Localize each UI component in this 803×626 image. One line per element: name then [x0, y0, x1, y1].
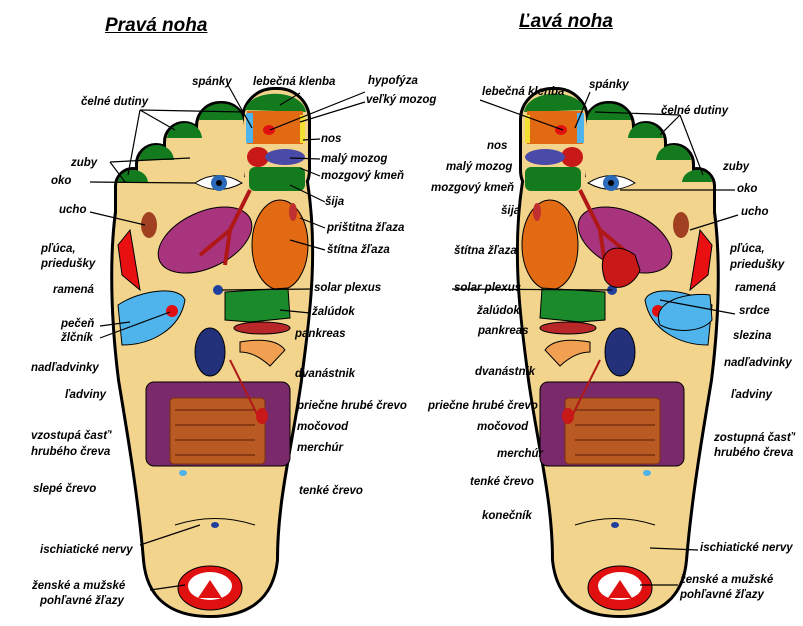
label-hypofyza: hypofýza — [368, 75, 418, 87]
label-solar-plexus-l: solar plexus — [454, 282, 522, 294]
label-nadladvinky-l: nadľadvinky — [724, 357, 792, 369]
label-mechur: merchúr — [297, 442, 344, 454]
label-zlcnik: žlčník — [61, 332, 93, 344]
label-pohlavne-zlazy-l: pohľavné žľazy — [680, 589, 764, 601]
label-ischiaticke-nervy-l: ischiatické nervy — [700, 542, 793, 554]
label-tenke-crevo: tenké črevo — [299, 485, 363, 497]
label-hrubeho-creva-l: hrubého čreva — [714, 447, 794, 459]
label-zaludok: žalúdok — [312, 306, 355, 318]
label-spanky-l: spánky — [589, 79, 629, 91]
label-ucho: ucho — [59, 204, 87, 216]
label-sija-l: šija — [501, 205, 521, 217]
label-ramena: ramená — [53, 284, 94, 296]
leader-lines — [89, 84, 739, 591]
label-tenke-crevo-l: tenké črevo — [470, 476, 534, 488]
label-priedusky: priedušky — [41, 258, 96, 270]
label-slepe-crevo: slepé črevo — [33, 483, 97, 495]
label-mozgovy-kmen-l: mozgový kmeň — [431, 182, 515, 194]
label-mocovod: močovod — [297, 421, 349, 433]
label-nos: nos — [321, 133, 342, 145]
label-zuby: zuby — [71, 157, 98, 169]
heart-organ — [601, 247, 641, 288]
right-foot — [113, 90, 311, 615]
label-dvanastnik: dvanástnik — [295, 368, 356, 380]
label-solar-plexus: solar plexus — [314, 282, 382, 294]
label-zenske-muzske: ženské a mužské — [32, 580, 126, 592]
label-sija: šija — [325, 196, 345, 208]
label-ucho-l: ucho — [741, 206, 769, 218]
label-pecen: pečeň — [61, 318, 95, 330]
label-nos-l: nos — [487, 140, 508, 152]
label-maly-mozog: malý mozog — [321, 153, 388, 165]
spleen-organ — [657, 293, 713, 331]
label-zenske-muzske-l: ženské a mužské — [680, 574, 774, 586]
label-stitna-zlaza: štítna žľaza — [327, 244, 390, 256]
label-oko: oko — [51, 175, 72, 187]
label-velky-mozog: veľký mozog — [366, 94, 437, 106]
label-dvanastnik-l: dvanástnik — [475, 366, 536, 378]
label-slezina-l: slezina — [733, 330, 772, 342]
label-priecne-hrube-crevo-l: priečne hrubé črevo — [428, 400, 538, 412]
label-konecnik-l: konečník — [482, 510, 532, 522]
label-priecne-hrube-crevo: priečne hrubé črevo — [297, 400, 407, 412]
label-srdce-l: srdce — [739, 305, 770, 317]
label-ladviny-l: ľadviny — [731, 389, 772, 401]
label-ramena-l: ramená — [735, 282, 776, 294]
label-pluca-l: pľúca, — [730, 243, 765, 255]
label-mozgovy-kmen: mozgový kmeň — [321, 170, 405, 182]
label-pristitna-zlaza: prištitna žľaza — [327, 222, 405, 234]
label-zuby-l: zuby — [723, 161, 750, 173]
right-foot-title: Pravá noha — [105, 15, 208, 36]
label-pankreas-l: pankreas — [478, 325, 529, 337]
label-lebecna-klenba-l: lebečná klenba — [482, 86, 565, 98]
label-celne-dutiny-l: čelné dutiny — [661, 105, 729, 117]
label-ischiaticke-nervy: ischiatické nervy — [40, 544, 133, 556]
label-celne-dutiny: čelné dutiny — [81, 96, 149, 108]
label-pluca: pľúca, — [41, 243, 76, 255]
label-priedusky-l: priedušky — [730, 259, 785, 271]
label-vzostupa-cast: vzostupá časť' — [31, 430, 112, 442]
label-pankreas: pankreas — [295, 328, 346, 340]
label-pohlavne-zlazy: pohľavné žľazy — [40, 595, 124, 607]
label-mechur-l: merchúr — [497, 448, 544, 460]
label-maly-mozog-l: malý mozog — [446, 161, 513, 173]
left-foot-title: Ľavá noha — [519, 11, 613, 32]
label-lebecna-klenba: lebečná klenba — [253, 76, 336, 88]
left-foot — [519, 90, 717, 615]
label-mocovod-l: močovod — [477, 421, 529, 433]
label-zaludok-l: žalúdok — [477, 305, 520, 317]
label-oko-l: oko — [737, 183, 758, 195]
label-stitna-zlaza-l: štítna žľaza — [454, 245, 517, 257]
label-zostupna-cast-l: zostupná časť' — [714, 432, 796, 444]
label-nadladvinky: nadľadvinky — [31, 362, 99, 374]
label-hrubeho-creva: hrubého čreva — [31, 446, 111, 458]
label-ladviny: ľadviny — [65, 389, 106, 401]
label-spanky: spánky — [192, 76, 232, 88]
